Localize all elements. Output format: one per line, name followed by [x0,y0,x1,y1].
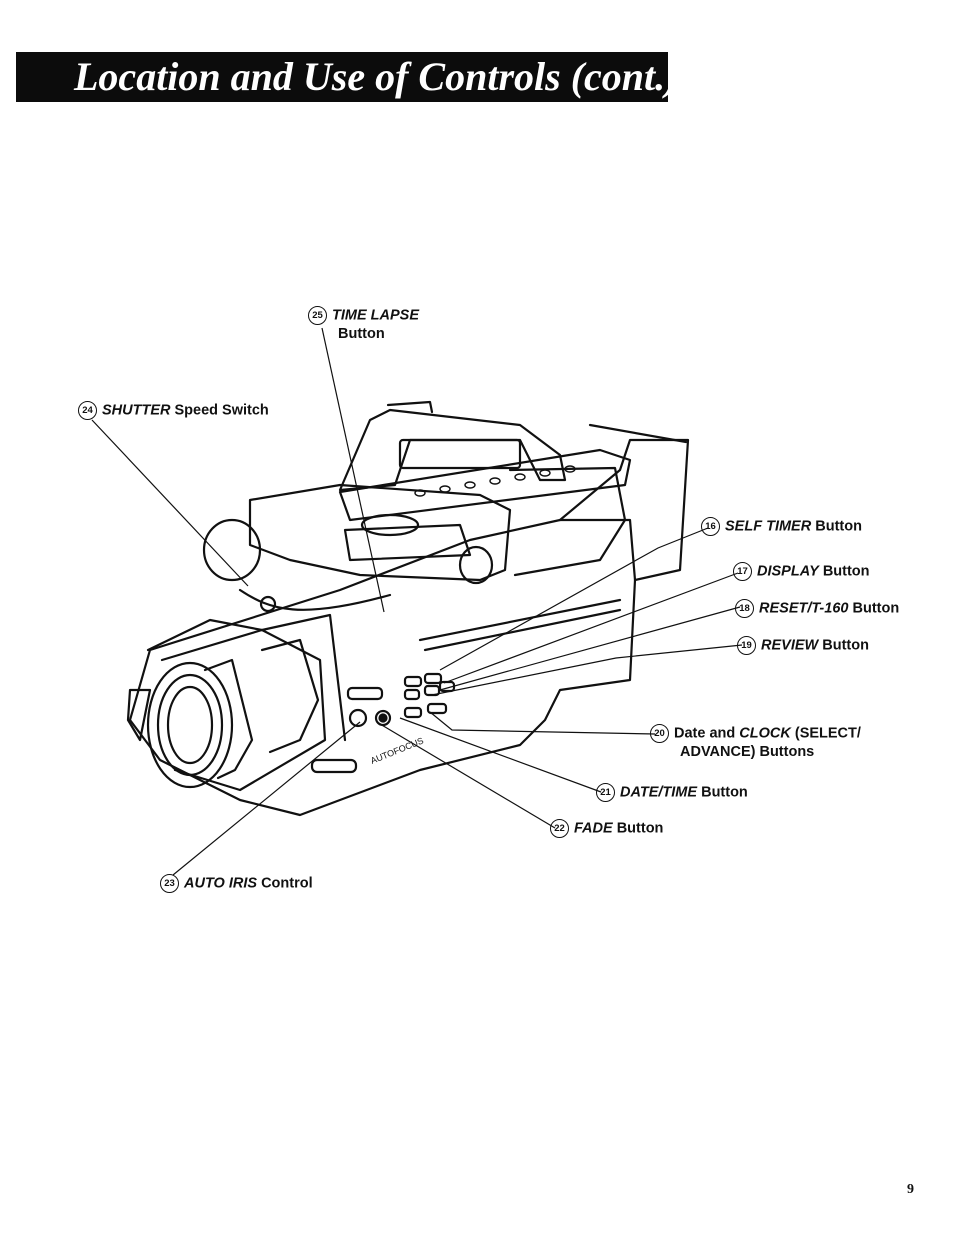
callout-number: 18 [735,599,754,618]
callout-number: 17 [733,562,752,581]
page-number: 9 [907,1182,914,1197]
autofocus-marking: AUTOFOCUS [369,735,425,765]
page-title: Location and Use of Controls (cont.) [16,52,668,102]
callout-number: 25 [308,306,327,325]
callout-number: 23 [160,874,179,893]
callout-number: 16 [701,517,720,536]
callout-number: 19 [737,636,756,655]
callout-number: 20 [650,724,669,743]
callout-number: 24 [78,401,97,420]
callout-number: 22 [550,819,569,838]
callout-number: 21 [596,783,615,802]
